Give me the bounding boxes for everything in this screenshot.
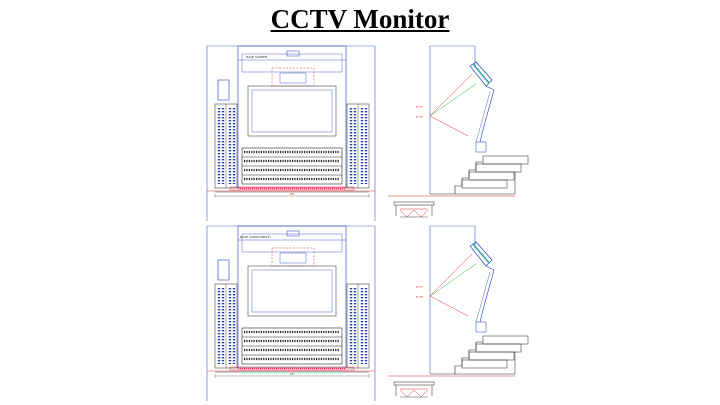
top-side-label-1: 5'-7" xyxy=(416,105,424,109)
top-view-label: NAVE SCREEN xyxy=(246,55,267,59)
bottom-front-elevation: NAVE SURROUNDITY 25 xyxy=(205,224,377,403)
page-title: CCTV Monitor xyxy=(270,4,450,34)
bottom-side-label-2: 5'-0" xyxy=(416,295,424,299)
bottom-side-section: 5'-7" 5'-0" xyxy=(387,225,529,398)
top-front-elevation: NAVE SCREEN 25 xyxy=(205,44,377,223)
bottom-view-label: NAVE SURROUNDITY xyxy=(240,235,271,239)
top-side-label-2: 5'-0" xyxy=(416,115,424,119)
top-side-section: 5'-7" 5'-0" xyxy=(387,45,529,218)
top-dimension: 25 xyxy=(290,192,294,196)
bottom-side-label-1: 5'-7" xyxy=(416,285,424,289)
bottom-dimension: 25 xyxy=(290,372,294,376)
